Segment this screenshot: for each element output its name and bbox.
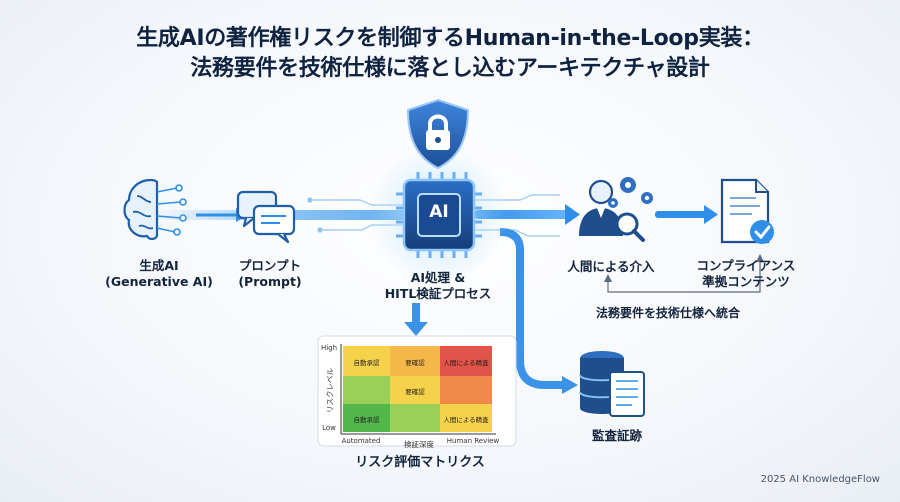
prompt-label: プロンプト (Prompt): [222, 258, 318, 290]
processing-label-line1: AI処理 &: [410, 270, 466, 285]
matrix-cell-r1c1-text: 自動承認: [353, 359, 380, 367]
footer-credit: 2025 AI KnowledgeFlow: [760, 474, 880, 485]
shield-lock-icon: [406, 98, 470, 170]
matrix-x-left: Automated: [341, 437, 381, 445]
matrix-x-axis-label: 検証深度: [404, 440, 434, 449]
matrix-y-axis-label: リスクレベル: [325, 368, 335, 413]
chat-bubbles-icon: [236, 190, 296, 244]
title-line-2: 法務要件を技術仕様に落とし込むアーキテクチャ設計: [190, 56, 710, 81]
arrowhead-compliance: [704, 205, 718, 224]
arrow-chip-matrix: [412, 303, 420, 325]
matrix-cell-r2c1: [343, 376, 390, 404]
chip-label: AI: [429, 202, 449, 222]
arrowhead-audit: [562, 376, 578, 394]
genai-label-line2: (Generative AI): [105, 274, 213, 289]
matrix-title: リスク評価マトリクス: [355, 455, 485, 470]
genai-label: 生成AI (Generative AI): [100, 258, 218, 290]
prompt-label-line1: プロンプト: [238, 258, 302, 273]
matrix-cell-r1c3-text: 人間による精査: [443, 359, 489, 367]
matrix-x-right: Human Review: [446, 437, 500, 445]
matrix-cell-r1c2-text: 要確認: [405, 359, 425, 367]
compliance-label: コンプライアンス 準拠コンテンツ: [686, 258, 806, 290]
matrix-cell-r2c3: [440, 376, 492, 404]
database-log-icon: [579, 351, 645, 417]
integration-bracket: [607, 260, 761, 293]
gear-icon: [608, 177, 653, 208]
risk-matrix-grid: [317, 335, 517, 447]
ai-chip-icon: [396, 172, 482, 258]
brain-icon: [123, 178, 187, 241]
document-check-icon: [720, 178, 774, 244]
matrix-cell-r3c1-text: 自動承認: [353, 416, 380, 424]
matrix-cell-r3c3: [440, 404, 492, 432]
integration-label: 法務要件を技術仕様へ統合: [595, 306, 740, 320]
compliance-label-line2: 準拠コンテンツ: [702, 274, 790, 289]
matrix-cell-r3c1: [343, 404, 390, 432]
arrowhead-matrix: [404, 322, 428, 336]
compliance-label-line1: コンプライアンス: [696, 258, 796, 273]
matrix-cell-r2c2: [390, 376, 440, 404]
arrowhead-human: [565, 204, 580, 225]
audit-label: 監査証跡: [591, 428, 642, 443]
human-label: 人間による介入: [567, 259, 655, 274]
matrix-y-low: Low: [322, 424, 336, 432]
matrix-cell-r1c2: [390, 346, 440, 376]
matrix-cell-r1c1: [343, 346, 390, 376]
matrix-y-high: High: [320, 344, 338, 352]
processing-label: AI処理 & HITL検証プロセス: [378, 270, 498, 302]
genai-label-line1: 生成AI: [139, 258, 179, 273]
prompt-label-line2: (Prompt): [238, 274, 302, 289]
matrix-cell-r3c2: [390, 404, 440, 432]
title-line-1: 生成AIの著作権リスクを制御するHuman-in-the-Loop実装：: [136, 26, 764, 51]
arrow-human-compliance: [655, 211, 707, 218]
matrix-cell-r2c2-text: 要確認: [405, 388, 425, 396]
processing-label-line2: HITL検証プロセス: [384, 286, 492, 301]
matrix-cell-r1c3: [440, 346, 492, 376]
arrow-chip-audit: [499, 228, 565, 389]
matrix-cell-r3c3-text: 人間による精査: [443, 416, 489, 424]
person-magnifier-icon: [579, 179, 645, 242]
